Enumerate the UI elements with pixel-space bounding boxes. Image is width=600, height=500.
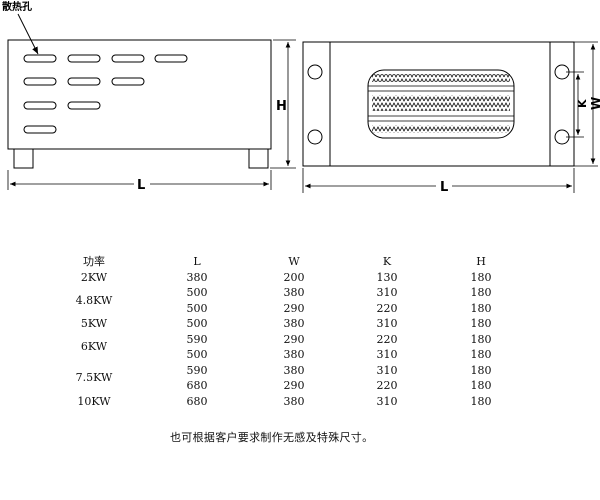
mounting-hole: [307, 129, 323, 145]
side-view-right-foot: [248, 149, 269, 169]
side-view-left-foot: [13, 149, 34, 169]
w-dimension-label: W: [589, 97, 600, 110]
k-dimension-label: K: [576, 99, 589, 108]
k-cell: 310: [376, 348, 398, 361]
l-cell: 590: [186, 332, 208, 346]
resistor-coil-row: [372, 74, 510, 82]
resistor-box-drawing: 散热孔 H L K: [2, 0, 600, 195]
custom-size-note: 也可根据客户要求制作无感及特殊尺寸。: [170, 431, 374, 444]
vent-label: 散热孔: [2, 0, 32, 13]
header-l: L: [193, 255, 201, 268]
resistor-coil-row: [372, 125, 510, 133]
vent-slot: [23, 101, 57, 110]
top-length-dimension-label: L: [440, 180, 448, 195]
w-cell: 380: [283, 394, 305, 408]
h-cell: 180: [470, 363, 492, 377]
table-row: 2KW 380 200 130 180: [40, 270, 530, 286]
vent-slot: [23, 77, 57, 86]
w-cell: 380: [283, 317, 305, 330]
w-cell: 200: [283, 270, 305, 284]
side-length-dimension-label: L: [137, 178, 145, 193]
resistor-coil-row: [372, 95, 510, 103]
vent-slot: [23, 125, 57, 134]
w-cell: 380: [283, 286, 305, 299]
k-cell: 310: [376, 394, 398, 408]
power-cell: 7.5KW: [75, 371, 113, 385]
mounting-hole: [307, 64, 323, 80]
table-row: 7.5KW 590 380 310 180: [40, 363, 530, 385]
spec-table: 功率 L W K H 2KW 380 200 130 180 4.8KW 500…: [40, 254, 530, 409]
k-cell: 220: [376, 301, 398, 315]
h-cell: 180: [470, 348, 492, 361]
power-cell: 4.8KW: [75, 293, 113, 307]
k-cell: 220: [376, 379, 398, 392]
side-view: 散热孔 H L: [2, 0, 296, 193]
table-row: 4.8KW 500 380 310 180: [40, 285, 530, 307]
h-cell: 180: [470, 301, 492, 315]
table-row: 680 290 220 180: [40, 378, 530, 394]
k-cell: 310: [376, 286, 398, 299]
table-row: 5KW 500 380 310 180: [40, 316, 530, 332]
table-row: 10KW 680 380 310 180: [40, 394, 530, 410]
power-cell: 2KW: [80, 270, 108, 284]
power-cell: 6KW: [80, 340, 108, 354]
vent-slot: [23, 54, 57, 63]
header-power: 功率: [83, 255, 105, 268]
l-cell: 590: [186, 363, 208, 377]
power-cell: 10KW: [77, 394, 111, 408]
vent-slot: [154, 54, 188, 63]
vent-slot: [111, 54, 145, 63]
vent-slot: [67, 54, 101, 63]
h-cell: 180: [470, 286, 492, 299]
height-dimension-label: H: [276, 99, 287, 114]
h-cell: 180: [470, 270, 492, 284]
table-row: 500 290 220 180: [40, 301, 530, 317]
spec-table-header: 功率 L W K H: [40, 254, 530, 270]
table-row: 6KW 590 290 220 180: [40, 332, 530, 354]
l-cell: 500: [186, 317, 208, 330]
h-cell: 180: [470, 379, 492, 392]
vent-slot: [67, 77, 101, 86]
l-cell: 680: [186, 394, 208, 408]
h-cell: 180: [470, 332, 492, 346]
power-cell: 5KW: [80, 317, 108, 330]
w-cell: 290: [283, 379, 305, 392]
l-cell: 500: [186, 348, 208, 361]
top-view: K W L: [302, 41, 600, 195]
header-w: W: [288, 255, 300, 268]
resistor-coil-row: [372, 103, 510, 111]
l-cell: 380: [186, 270, 208, 284]
h-cell: 180: [470, 317, 492, 330]
k-cell: 310: [376, 363, 398, 377]
l-cell: 500: [186, 286, 208, 299]
vent-slot: [111, 77, 145, 86]
k-cell: 130: [376, 270, 398, 284]
l-cell: 680: [186, 379, 208, 392]
w-cell: 290: [283, 332, 305, 346]
w-cell: 380: [283, 348, 305, 361]
vent-slot: [67, 101, 101, 110]
table-row: 500 380 310 180: [40, 347, 530, 363]
w-cell: 290: [283, 301, 305, 315]
l-cell: 500: [186, 301, 208, 315]
h-cell: 180: [470, 394, 492, 408]
vent-slots: [23, 54, 188, 134]
vent-leader-line: [17, 13, 39, 55]
k-cell: 220: [376, 332, 398, 346]
k-cell: 310: [376, 317, 398, 330]
header-k: K: [382, 255, 392, 268]
header-h: H: [476, 255, 486, 268]
w-cell: 380: [283, 363, 305, 377]
